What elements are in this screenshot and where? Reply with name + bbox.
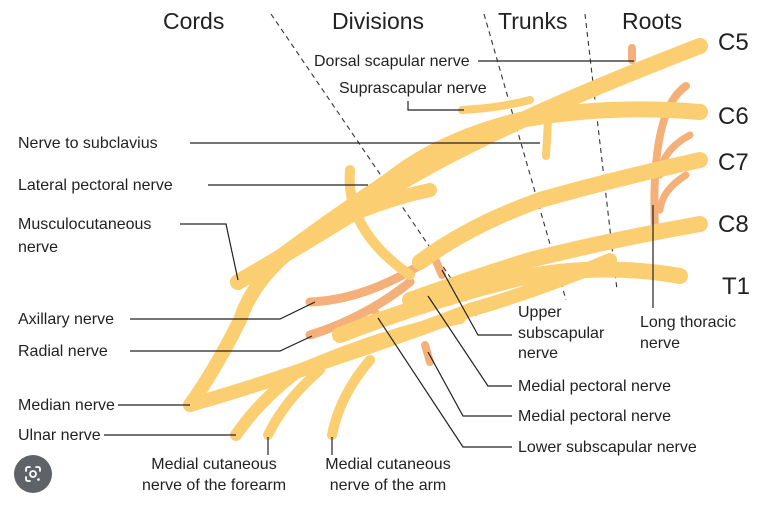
root-label-c5: C5 [718, 29, 749, 56]
label-med-cut-arm-line2: nerve of the arm [330, 477, 447, 494]
label-medial-pectoral-a: Medial pectoral nerve [518, 378, 671, 395]
posterior-cord-upper [305, 257, 430, 307]
divider-trunks-roots [584, 13, 618, 291]
root-label-t1: T1 [722, 273, 750, 300]
long-thoracic-main [650, 82, 690, 236]
label-upper-subscapular-line3: nerve [518, 345, 558, 362]
header-roots: Roots [622, 8, 682, 34]
divider-cords-divisions [270, 13, 479, 319]
suprascapular-branch [458, 96, 534, 114]
lead-axillary [130, 301, 316, 320]
header-divisions: Divisions [332, 8, 424, 34]
root-label-c7: C7 [718, 149, 749, 176]
lead-radial [130, 335, 313, 352]
label-musculocutaneous-line1: Musculocutaneous [18, 216, 151, 233]
label-long-thoracic-line1: Long thoracic [640, 314, 736, 331]
label-axillary: Axillary nerve [18, 311, 114, 328]
google-lens-icon [25, 466, 41, 482]
lower-trunk-t1 [332, 261, 688, 343]
label-musculocutaneous-line2: nerve [18, 239, 58, 256]
header-cords: Cords [163, 8, 224, 34]
label-ulnar: Ulnar nerve [18, 427, 101, 444]
label-med-cut-forearm-line1: Medial cutaneous [151, 456, 276, 473]
label-dorsal-scapular: Dorsal scapular nerve [314, 53, 470, 70]
lead-medial-pectoral-b [427, 351, 512, 417]
label-med-cut-forearm-line2: nerve of the forearm [142, 477, 286, 494]
label-upper-subscapular-line2: subscapular [518, 325, 605, 342]
label-upper-subscapular-line1: Upper [518, 304, 562, 321]
label-long-thoracic-line2: nerve [640, 335, 680, 352]
lead-musculocutaneous [180, 223, 239, 281]
lateral-cord [183, 183, 437, 412]
root-label-c6: C6 [718, 103, 749, 130]
root-label-c8: C8 [718, 211, 749, 238]
lead-lower-subscapular [377, 317, 512, 448]
medial-cutaneous-forearm [263, 365, 325, 440]
label-subclavius: Nerve to subclavius [18, 135, 158, 152]
label-medial-pectoral-b: Medial pectoral nerve [518, 408, 671, 425]
ulnar-nerve [230, 312, 466, 441]
label-lateral-pectoral: Lateral pectoral nerve [18, 177, 173, 194]
c8-root [402, 216, 708, 308]
header-trunks: Trunks [498, 8, 567, 34]
lead-suprascapular [407, 101, 464, 111]
middle-trunk-c7 [412, 152, 708, 270]
leader-lines [104, 60, 654, 455]
lead-medial-pectoral-a [427, 295, 512, 387]
lead-upper-subscapular [441, 269, 512, 336]
label-med-cut-arm-line1: Medial cutaneous [325, 456, 450, 473]
nerve-to-subclavius-branch [542, 116, 552, 160]
medial-pectoral-branch [421, 341, 434, 366]
lens-search-button[interactable] [14, 455, 52, 493]
label-suprascapular: Suprascapular nerve [339, 80, 487, 97]
label-radial: Radial nerve [18, 343, 108, 360]
long-thoracic-c7 [656, 171, 690, 214]
medial-cutaneous-arm [327, 355, 375, 440]
nerve-trunks [183, 38, 708, 441]
lateral-pectoral-loop [344, 165, 415, 280]
posterior-cord-lower [305, 277, 415, 340]
label-lower-subscapular: Lower subscapular nerve [518, 439, 697, 456]
label-median: Median nerve [18, 397, 115, 414]
